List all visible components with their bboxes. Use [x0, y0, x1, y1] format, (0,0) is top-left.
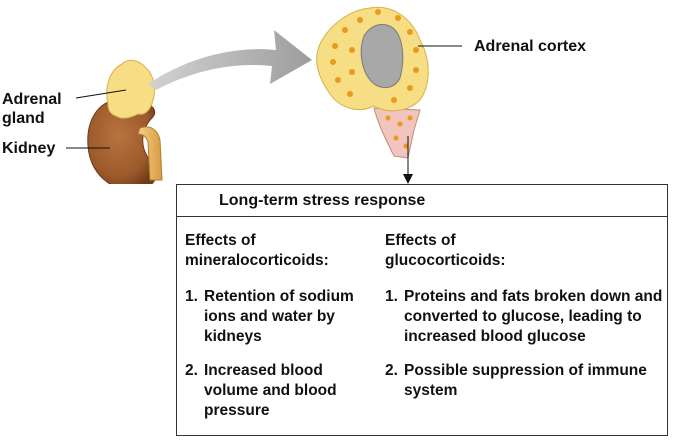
item-number: 2.	[185, 362, 198, 379]
item-number: 1.	[185, 288, 198, 305]
ureter-shape	[137, 126, 163, 181]
down-arrow	[403, 136, 413, 184]
item-text: Retention of sodium ions and water by ki…	[204, 288, 354, 345]
illustration	[66, 6, 462, 184]
kidney-shape	[87, 99, 157, 184]
heading-line: mineralocorticoids:	[185, 252, 329, 269]
heading-line: Effects of	[385, 232, 456, 249]
adrenal-gland-shape	[106, 59, 155, 119]
glucocorticoids-heading: Effects of glucocorticoids:	[385, 231, 663, 271]
kidney-label: Kidney	[2, 140, 56, 157]
item-text: Increased blood volume and blood pressur…	[204, 362, 337, 419]
adrenal-gland-label-line1: Adrenal	[2, 91, 62, 108]
list-item: 2. Possible suppression of immune system	[385, 361, 663, 401]
adrenal-gland-leader	[75, 89, 127, 99]
curved-arrow	[148, 30, 312, 90]
list-item: 1. Retention of sodium ions and water by…	[185, 287, 377, 347]
adrenal-cross-section	[316, 6, 429, 159]
adrenal-cortex-label: Adrenal cortex	[474, 38, 587, 55]
item-number: 2.	[385, 362, 398, 379]
stress-response-box: Long-term stress response Effects of min…	[176, 184, 668, 436]
item-number: 1.	[385, 288, 398, 305]
heading-line: glucocorticoids:	[385, 252, 506, 269]
item-text: Possible suppression of immune system	[404, 362, 647, 399]
mineralocorticoids-heading: Effects of mineralocorticoids:	[185, 231, 377, 271]
item-text: Proteins and fats broken down and conver…	[404, 288, 663, 345]
box-title: Long-term stress response	[219, 192, 426, 209]
list-item: 2. Increased blood volume and blood pres…	[185, 361, 377, 421]
mineralocorticoids-column: Effects of mineralocorticoids: 1. Retent…	[185, 231, 377, 435]
adrenal-gland-label: Adrenal gland	[2, 90, 62, 128]
glucocorticoids-column: Effects of glucocorticoids: 1. Proteins …	[385, 231, 663, 415]
adrenal-gland-label-line2: gland	[2, 110, 45, 127]
heading-line: Effects of	[185, 232, 256, 249]
box-header: Long-term stress response	[177, 185, 667, 217]
list-item: 1. Proteins and fats broken down and con…	[385, 287, 663, 347]
